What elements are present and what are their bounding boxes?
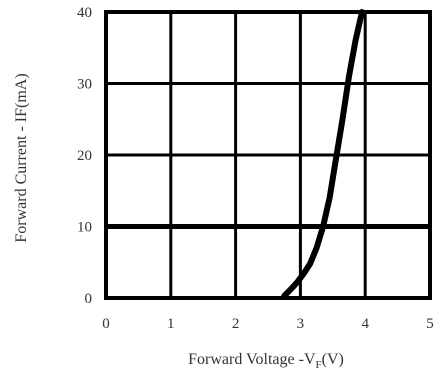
y-tick-label-30: 30 [77,77,92,93]
data-point-0-11 [353,39,357,43]
plot-frame [104,10,432,300]
y-tick-label-10: 10 [77,220,92,236]
data-point-0-10 [347,74,351,78]
x-axis-title: Forward Voltage -VF(V) [188,351,344,371]
grid-layer [106,12,430,298]
data-point-0-8 [334,157,338,161]
y-tick-label-0: 0 [85,291,93,307]
data-point-0-3 [302,272,306,276]
x-tick-label-3: 3 [297,316,305,332]
data-point-0-9 [341,117,345,121]
data-point-0-7 [328,196,332,200]
y-axis-title: Forward Current - IF(mA) [13,73,30,242]
x-tick-label-2: 2 [232,316,240,332]
y-tick-label-40: 40 [77,5,92,21]
x-axis-title-main: Forward Voltage -V [188,351,316,368]
data-point-0-5 [315,246,319,250]
x-tick-label-1: 1 [167,316,175,332]
data-point-0-6 [321,225,325,228]
x-tick-label-4: 4 [361,316,369,332]
x-axis-title-subscript: F [316,359,322,371]
x-tick-label-5: 5 [426,316,434,332]
data-point-0-4 [308,262,312,266]
y-tick-label-20: 20 [77,148,92,164]
curve-layer [281,9,365,299]
tick-label-layer: 0 1 2 3 4 5 0 10 20 30 40 [77,5,434,332]
frame-layer [104,10,432,300]
x-tick-label-0: 0 [102,316,110,332]
data-point-0-2 [295,280,299,284]
data-point-0-1 [289,287,293,291]
x-axis-title-unit: (V) [322,351,344,368]
